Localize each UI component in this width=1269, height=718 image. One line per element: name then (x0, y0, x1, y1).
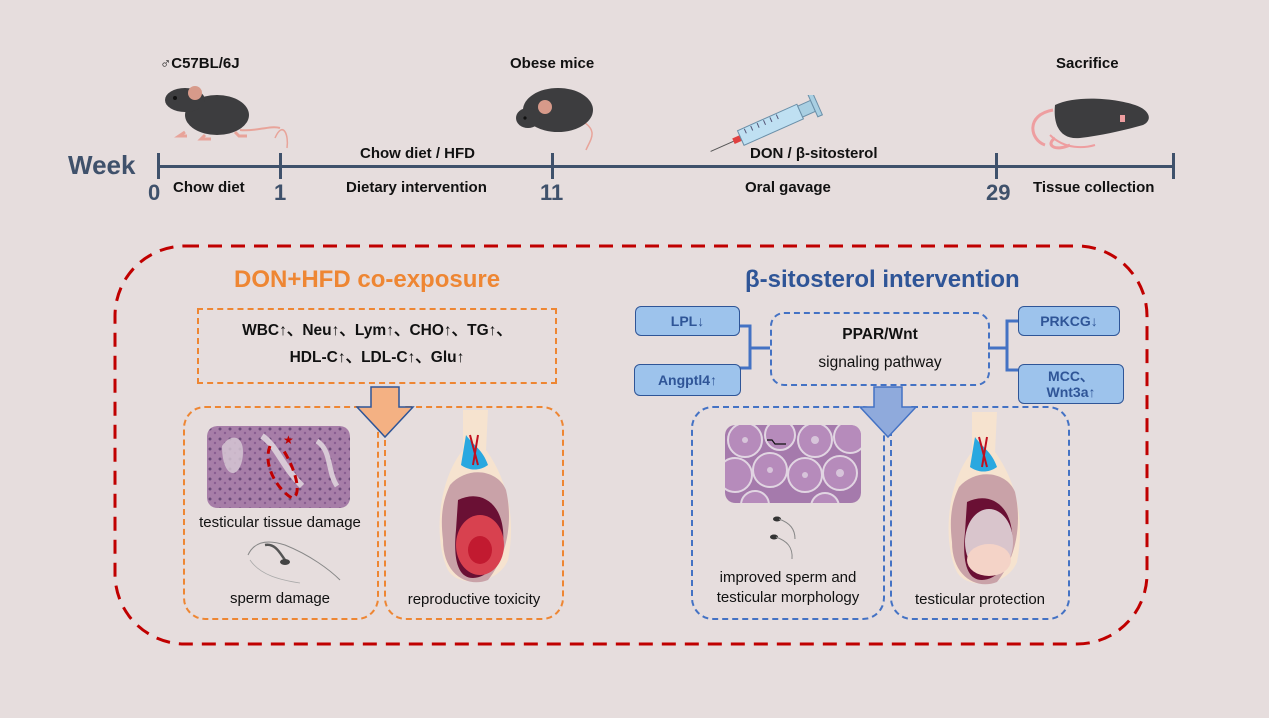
week-0-label: 0 (148, 180, 161, 205)
gene-prkcg-box: PRKCG↓ (1018, 306, 1120, 336)
right-panel-title: β-sitosterol intervention (745, 266, 1020, 293)
svg-text:★: ★ (283, 433, 294, 447)
phase-oral-gavage: Oral gavage (745, 179, 831, 196)
timeline-axis (157, 165, 1174, 168)
sacrifice-label: Sacrifice (1056, 55, 1119, 72)
obese-mice-label: Obese mice (510, 55, 595, 72)
strain-label: ♂C57BL/6J (160, 55, 240, 72)
week-11-label: 11 (540, 180, 564, 205)
tick-week-11 (551, 153, 554, 179)
blood-markers-box (197, 308, 557, 384)
caption-testicular-tissue-damage: testicular tissue damage (199, 514, 361, 531)
tissue-damage-box (183, 406, 379, 620)
damaged-testis-icon (439, 410, 512, 583)
phase-chow-diet: Chow diet (173, 179, 245, 196)
mouse-icon (165, 86, 289, 149)
left-panel-title: DON+HFD co-exposure (234, 266, 501, 293)
orange-down-arrow-icon (355, 386, 415, 439)
blood-markers-line1: WBC↑、Neu↑、Lym↑、CHO↑、TG↑、 (242, 322, 512, 339)
week-29-label: 29 (986, 180, 1011, 205)
phase-dietary-intervention: Dietary intervention (346, 179, 487, 196)
gene-angptl4-box: Angptl4↑ (634, 364, 741, 396)
reproductive-toxicity-box (384, 406, 564, 620)
damaged-histology-image: ★ (207, 426, 350, 508)
week-axis-label: Week (68, 150, 136, 180)
pathway-box (770, 312, 990, 386)
blood-markers-line2: HDL-C↑、LDL-C↑、Glu↑ (289, 349, 465, 366)
phase-tissue-collection: Tissue collection (1033, 179, 1155, 196)
gene-mcc-label: MCC、 (1048, 368, 1094, 384)
gene-wnt3a-label: Wnt3a↑ (1046, 384, 1096, 400)
week-1-label: 1 (274, 180, 287, 205)
obese-mouse-icon (516, 88, 593, 151)
caption-testicular-protection: testicular protection (914, 591, 1046, 608)
pathway-name: PPAR/Wnt (842, 326, 918, 343)
damaged-sperm-image (247, 541, 341, 584)
tick-week-0 (157, 153, 160, 179)
tick-end (1172, 153, 1175, 179)
healthy-histology-image (725, 425, 861, 503)
caption-improved-line2: testicular morphology (716, 589, 860, 606)
gene-lpl-box: LPL↓ (635, 306, 740, 336)
caption-sperm-damage: sperm damage (229, 590, 331, 607)
syringe-icon (710, 95, 824, 152)
blue-down-arrow-icon (858, 386, 918, 439)
tick-week-29 (995, 153, 998, 179)
tick-week-1 (279, 153, 282, 179)
testicular-protection-box (890, 406, 1070, 620)
caption-improved-line1: improved sperm and (719, 569, 857, 586)
healthy-sperm-image (770, 516, 796, 560)
pathway-subtitle: signaling pathway (818, 354, 942, 371)
improved-morphology-box (691, 406, 885, 620)
sacrificed-mouse-icon (1031, 98, 1149, 150)
gene-mcc-wnt3a-box: MCC、 Wnt3a↑ (1018, 364, 1124, 404)
caption-reproductive-toxicity: reproductive toxicity (407, 591, 541, 608)
healthy-testis-icon (948, 412, 1021, 585)
diet-label: Chow diet / HFD (360, 145, 475, 162)
treatment-label: DON / β-sitosterol (750, 145, 878, 162)
